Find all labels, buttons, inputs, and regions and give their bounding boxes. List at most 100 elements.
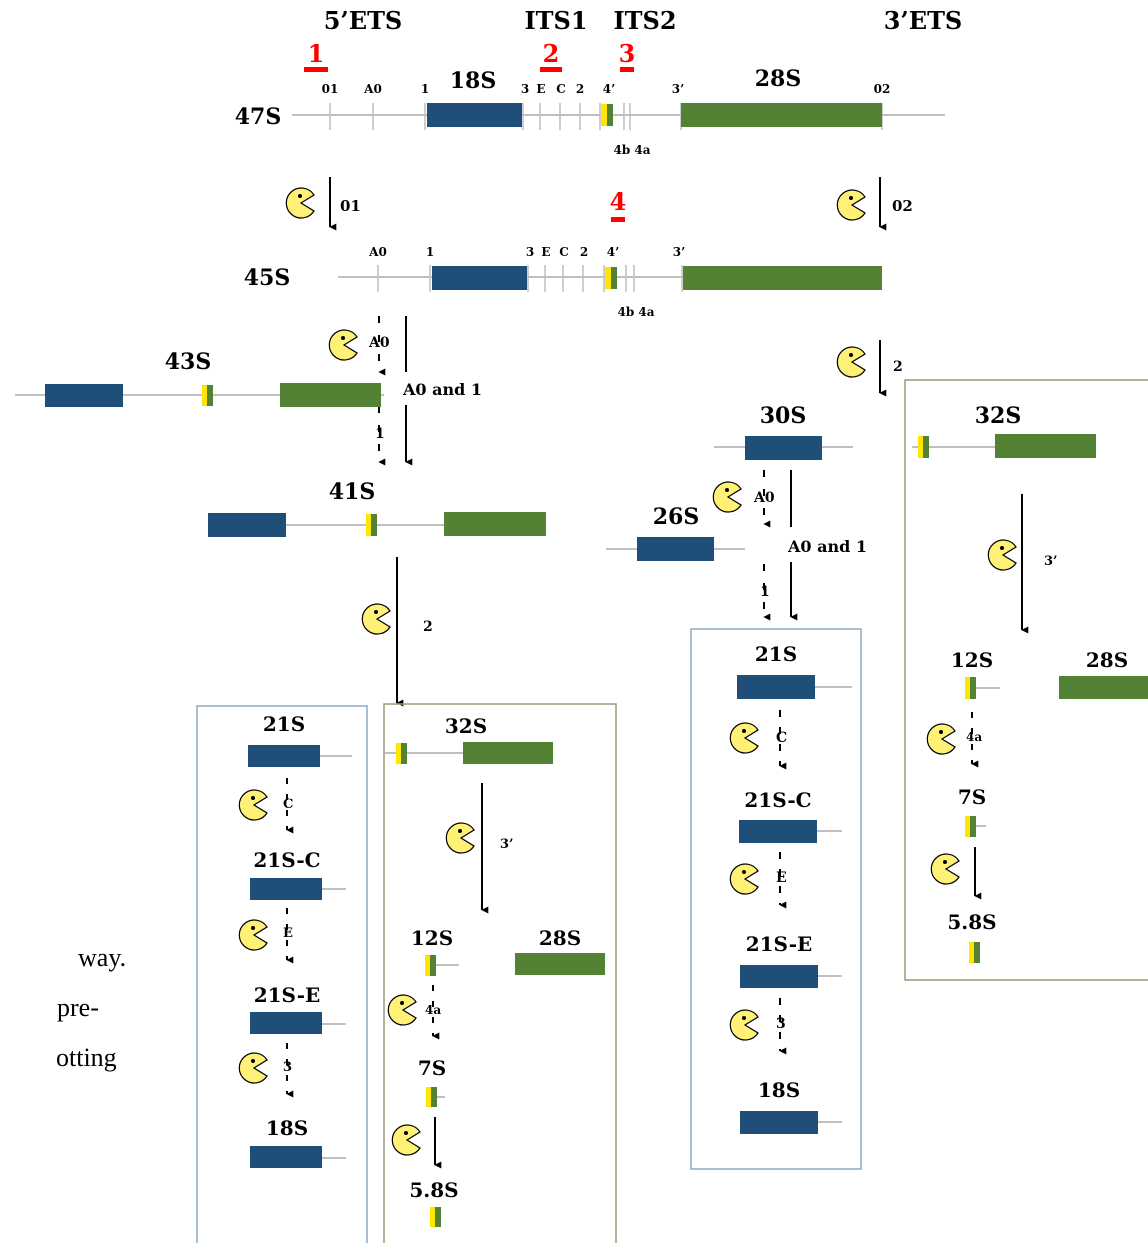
svg-text:E: E [776, 870, 787, 886]
exonuclease-icon [445, 822, 475, 854]
svg-text:21S: 21S [263, 712, 305, 736]
marker-3: 3 [619, 39, 635, 72]
exonuclease-icon [729, 722, 759, 754]
label-18s-rna: 18S [450, 68, 497, 94]
site-2: 2 [576, 82, 584, 96]
svg-text:pre-: pre- [57, 993, 99, 1022]
svg-text:18S: 18S [758, 1078, 800, 1102]
svg-text:3: 3 [283, 1060, 292, 1075]
label-45s: 45S [244, 265, 291, 291]
intermediate-26s: 26S [606, 504, 745, 561]
site-4b-4a: 4b 4a [617, 305, 654, 319]
exonuclease-icon [238, 789, 268, 821]
label-47s: 47S [235, 104, 282, 130]
exonuclease-icon [926, 723, 956, 755]
exonuclease-icon [285, 187, 315, 219]
svg-text:21S-C: 21S-C [744, 788, 811, 812]
svg-text:4a: 4a [425, 1003, 441, 1017]
exonuclease-icon [930, 853, 960, 885]
site-e: E [541, 245, 550, 259]
cleavage-2: 2 [893, 359, 903, 375]
svg-text:7S: 7S [418, 1056, 446, 1080]
svg-text:way.: way. [78, 943, 126, 972]
label-28s-rna: 28S [755, 66, 802, 92]
svg-text:4a: 4a [966, 730, 982, 744]
svg-text:5.8S: 5.8S [409, 1178, 458, 1202]
cleavage-1: 1 [375, 426, 385, 442]
intermediate-41s: 41S [208, 479, 546, 537]
site-a0: A0 [368, 245, 387, 259]
exonuclease-icon [328, 329, 358, 361]
exonuclease-icon [836, 189, 866, 221]
exonuclease-icon [387, 994, 417, 1026]
cleavage-2: 2 [423, 619, 433, 635]
exonuclease-icon [361, 603, 391, 635]
cleavage-a0: A0 [753, 490, 775, 506]
svg-text:32S: 32S [975, 403, 1022, 429]
svg-text:C: C [283, 797, 293, 812]
box-21s-pathway-left: 21S C 21S-C E 21S-E 3 18S [196, 705, 368, 1243]
svg-text:3: 3 [776, 1016, 786, 1032]
site-c: C [556, 82, 566, 96]
svg-text:18S: 18S [266, 1116, 308, 1140]
site-02: 02 [874, 82, 891, 96]
site-3: 3 [526, 245, 534, 259]
exonuclease-icon [836, 346, 866, 378]
svg-text:3’: 3’ [500, 837, 514, 852]
svg-text:26S: 26S [653, 504, 700, 530]
header-its2: ITS2 [613, 6, 676, 35]
box-32s-pathway-middle: 32S 3’ 12S 28S 4a 7S 5.8S [383, 703, 617, 1243]
exonuclease-icon [238, 1052, 268, 1084]
svg-text:32S: 32S [445, 714, 487, 738]
site-4p: 4’ [603, 82, 616, 96]
site-1: 1 [426, 245, 434, 259]
rna-18s-block [427, 103, 522, 127]
svg-text:21S: 21S [755, 642, 797, 666]
site-01: 01 [322, 82, 339, 96]
site-c: C [559, 245, 569, 259]
site-3p: 3’ [673, 245, 686, 259]
rna-28s-block [681, 103, 882, 127]
exonuclease-icon [391, 1124, 421, 1156]
precursor-45s: 45S A0 1 3 E C 2 4’ 3’ 4b 4a [244, 245, 882, 319]
marker-2: 2 [540, 39, 562, 72]
svg-text:1: 1 [308, 39, 325, 68]
svg-text:30S: 30S [760, 403, 807, 429]
side-caption-fragment: way. pre- otting [56, 943, 126, 1072]
exonuclease-icon [712, 481, 742, 513]
exonuclease-icon [729, 863, 759, 895]
cleavage-3p: 3’ [1044, 554, 1058, 569]
svg-text:E: E [283, 926, 293, 941]
svg-text:otting: otting [56, 1043, 117, 1072]
exonuclease-icon [238, 919, 268, 951]
cleavage-01: 01 [340, 197, 361, 215]
header-3ets: 3’ETS [884, 6, 963, 35]
exonuclease-icon [987, 539, 1017, 571]
intermediate-30s: 30S [714, 403, 853, 460]
intermediate-43s: 43S [15, 349, 384, 407]
precursor-47s: 47S 18S 28S 01 A0 1 3 E C 2 4’ 3’ 02 4b … [235, 66, 945, 157]
svg-text:41S: 41S [329, 479, 376, 505]
site-a0: A0 [363, 82, 382, 96]
site-2: 2 [580, 245, 588, 259]
site-e: E [536, 82, 545, 96]
marker-4: 4 [610, 187, 626, 222]
svg-text:C: C [776, 730, 787, 746]
site-1: 1 [421, 82, 429, 96]
box-21s-pathway-right: 21S C 21S-C E 21S-E 3 18S [690, 628, 862, 1170]
exonuclease-icon [729, 1009, 759, 1041]
cleavage-a0-and-1: A0 and 1 [787, 537, 867, 556]
site-4p: 4’ [607, 245, 620, 259]
cleavage-a0-and-1: A0 and 1 [402, 380, 482, 399]
svg-text:12S: 12S [951, 648, 993, 672]
header-5ets: 5’ETS [324, 6, 403, 35]
site-4b-4a: 4b 4a [613, 143, 650, 157]
cleavage-a0: A0 [368, 335, 390, 351]
marker-1: 1 [304, 39, 328, 72]
svg-text:21S-E: 21S-E [254, 983, 321, 1007]
svg-text:43S: 43S [165, 349, 212, 375]
cleavage-02: 02 [892, 197, 913, 215]
site-3: 3 [521, 82, 529, 96]
svg-text:12S: 12S [411, 926, 453, 950]
